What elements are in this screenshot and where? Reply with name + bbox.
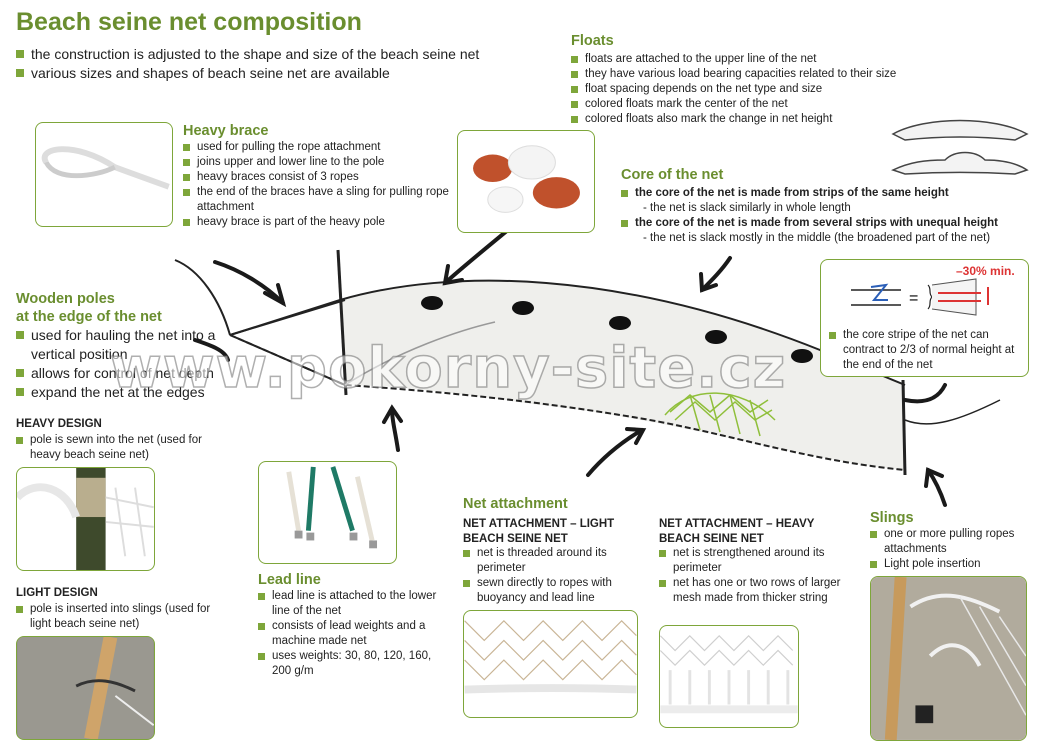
- light-design-photo: [16, 636, 155, 740]
- list-item: Light pole insertion: [870, 557, 1040, 572]
- brace-photo: [35, 122, 173, 227]
- core-stripe-box: = –30% min. the core stripe of the net c…: [820, 259, 1029, 377]
- heavy-brace-heading: Heavy brace: [183, 123, 269, 139]
- float-profile-sketch: [890, 119, 1029, 175]
- list-item: the core of the net is made from strips …: [621, 186, 1041, 201]
- heavy-brace-list: used for pulling the rope attachment joi…: [183, 140, 458, 230]
- heavy-design-photo: [16, 467, 155, 571]
- lead-line-list: lead line is attached to the lower line …: [258, 589, 448, 679]
- light-attachment-photo: [463, 610, 638, 718]
- list-item: joins upper and lower line to the pole: [183, 155, 458, 170]
- core-heading: Core of the net: [621, 167, 724, 183]
- slings-photo: [870, 576, 1027, 741]
- floats-heading: Floats: [571, 33, 614, 49]
- ratio-label: –30% min.: [956, 264, 1015, 278]
- watermark: www.pokorny-site.cz: [109, 335, 787, 402]
- list-item: the core stripe of the net can contract …: [829, 328, 1024, 373]
- list-item: colored floats mark the center of the ne…: [571, 97, 951, 112]
- list-subitem: - the net is slack mostly in the middle …: [643, 232, 991, 244]
- heavy-design-list: pole is sewn into the net (used for heav…: [16, 433, 216, 463]
- list-subitem: - the net is slack similarly in whole le…: [643, 202, 851, 214]
- list-item: floats are attached to the upper line of…: [571, 52, 951, 67]
- contraction-sketch: =: [851, 278, 989, 316]
- page-title: Beach seine net composition: [16, 8, 362, 36]
- list-item: pole is inserted into slings (used for l…: [16, 602, 216, 632]
- floats-photo: [457, 130, 595, 233]
- list-item: used for hauling the net into a vertical…: [16, 326, 246, 364]
- list-item: heavy brace is part of the heavy pole: [183, 215, 458, 230]
- list-item: one or more pulling ropes attachments: [870, 527, 1040, 557]
- core-stripe-list: the core stripe of the net can contract …: [829, 328, 1024, 373]
- net-attachment-light-list: net is threaded around its perimeter sew…: [463, 546, 643, 606]
- light-design-heading: LIGHT DESIGN: [16, 587, 98, 599]
- heavy-design-heading: HEAVY DESIGN: [16, 418, 102, 430]
- net-attachment-heavy-list: net is strengthened around its perimeter…: [659, 546, 849, 606]
- list-item: allows for control of net depth: [16, 364, 246, 383]
- list-item: colored floats also mark the change in n…: [571, 112, 951, 127]
- list-item: float spacing depends on the net type an…: [571, 82, 951, 97]
- list-item: net is strengthened around its perimeter: [659, 546, 849, 576]
- list-item: heavy braces consist of 3 ropes: [183, 170, 458, 185]
- list-item: expand the net at the edges: [16, 383, 246, 402]
- net-attachment-heading: Net attachment: [463, 496, 568, 512]
- slings-heading: Slings: [870, 510, 914, 526]
- list-item: various sizes and shapes of beach seine …: [16, 64, 556, 83]
- lead-line-photo: [258, 461, 397, 564]
- wooden-poles-heading: Wooden poles at the edge of the net: [16, 290, 162, 326]
- lead-line-heading: Lead line: [258, 572, 321, 588]
- list-item: the core of the net is made from several…: [621, 216, 1041, 231]
- list-item: lead line is attached to the lower line …: [258, 589, 448, 619]
- list-item: sewn directly to ropes with buoyancy and…: [463, 576, 643, 606]
- list-item: the end of the braces have a sling for p…: [183, 185, 458, 215]
- list-item: pole is sewn into the net (used for heav…: [16, 433, 216, 463]
- list-item: uses weights: 30, 80, 120, 160, 200 g/m: [258, 649, 448, 679]
- core-list: the core of the net is made from strips …: [621, 186, 1041, 246]
- svg-text:=: =: [909, 290, 918, 307]
- list-item: consists of lead weights and a machine m…: [258, 619, 448, 649]
- heavy-attachment-photo: [659, 625, 799, 728]
- list-item: used for pulling the rope attachment: [183, 140, 458, 155]
- wooden-poles-heading-line1: Wooden poles: [16, 291, 115, 307]
- list-item: the construction is adjusted to the shap…: [16, 45, 556, 64]
- list-item: net has one or two rows of larger mesh m…: [659, 576, 849, 606]
- wooden-poles-list: used for hauling the net into a vertical…: [16, 326, 246, 402]
- floats-list: floats are attached to the upper line of…: [571, 52, 951, 127]
- list-item: net is threaded around its perimeter: [463, 546, 643, 576]
- light-design-list: pole is inserted into slings (used for l…: [16, 602, 216, 632]
- slings-list: one or more pulling ropes attachments Li…: [870, 527, 1040, 572]
- net-attachment-light-heading: NET ATTACHMENT – LIGHT BEACH SEINE NET: [463, 518, 615, 545]
- wooden-poles-heading-line2: at the edge of the net: [16, 309, 162, 325]
- net-attachment-heavy-heading: NET ATTACHMENT – HEAVY BEACH SEINE NET: [659, 518, 815, 545]
- list-item: they have various load bearing capacitie…: [571, 67, 951, 82]
- intro-list: the construction is adjusted to the shap…: [16, 45, 556, 83]
- right-pole: [901, 379, 907, 476]
